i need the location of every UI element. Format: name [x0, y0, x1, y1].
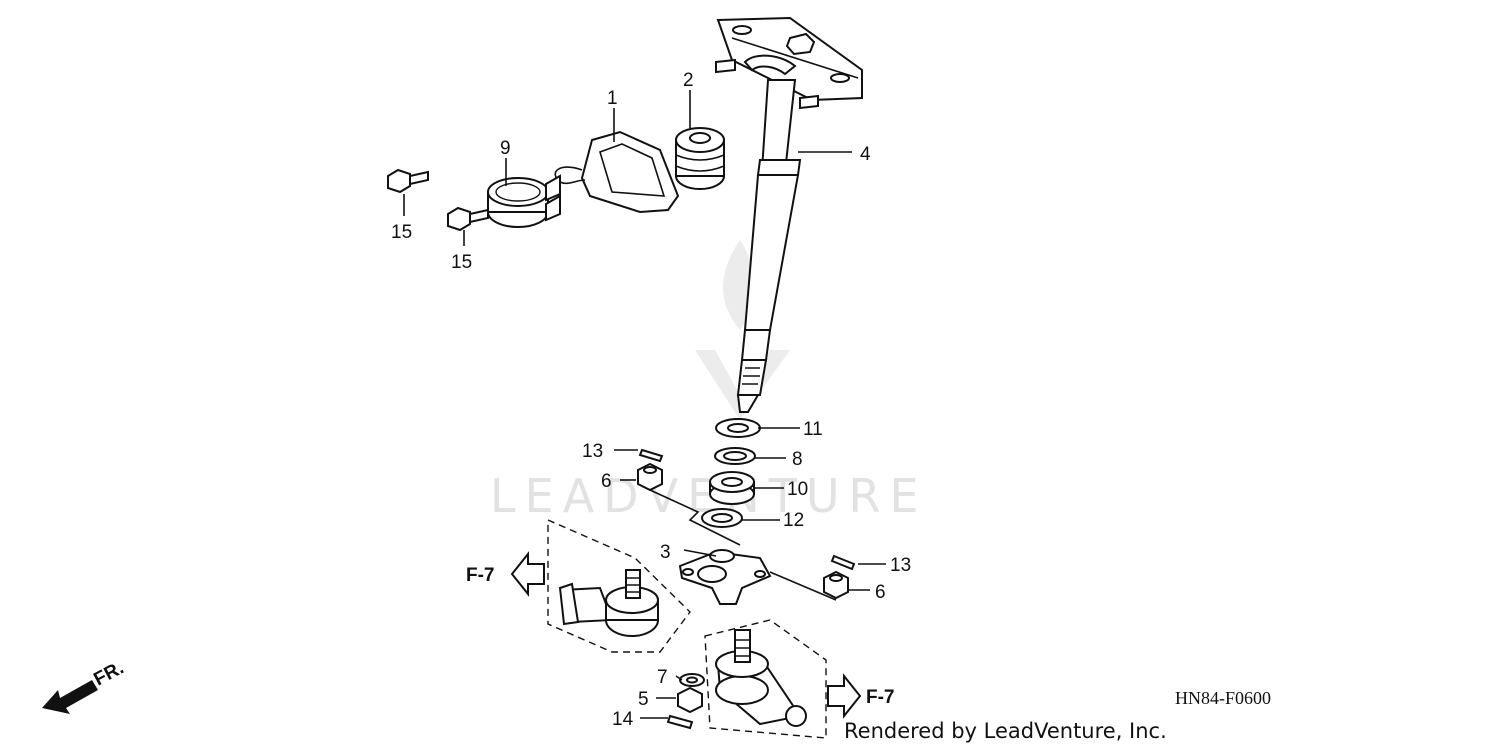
ref-label-left: F-7: [466, 565, 495, 586]
callout-11[interactable]: 11: [803, 419, 823, 440]
callout-3[interactable]: 3: [660, 542, 671, 563]
part-6-nut-right[interactable]: [823, 570, 849, 600]
part-9-clamp[interactable]: [487, 174, 561, 228]
part-1-holder[interactable]: [554, 130, 680, 214]
part-15-bolt-upper[interactable]: [387, 168, 429, 194]
reference-arrow-icon: [827, 673, 862, 719]
part-12-seal[interactable]: [701, 508, 743, 528]
reference-arrow-icon: [510, 551, 545, 597]
part-6-nut-left[interactable]: [637, 462, 663, 492]
part-3-steering-arm[interactable]: [678, 549, 772, 605]
part-11-bearing[interactable]: [715, 418, 761, 438]
diagram-code: HN84-F0600: [1175, 688, 1271, 708]
tie-rod-end-right[interactable]: [704, 619, 827, 739]
front-indicator: FR.: [42, 658, 127, 714]
callout-15-upper[interactable]: 15: [391, 222, 412, 243]
part-13-cotter-pin-left[interactable]: [638, 448, 664, 463]
watermark: LEADVENTURE: [490, 240, 919, 523]
part-10-bearing[interactable]: [709, 471, 755, 505]
callout-4[interactable]: 4: [860, 144, 871, 165]
part-8-washer[interactable]: [714, 447, 756, 465]
callout-13-right[interactable]: 13: [890, 555, 911, 576]
credit-text: Rendered by LeadVenture, Inc.: [844, 719, 1167, 743]
callout-6-left[interactable]: 6: [601, 471, 612, 492]
callout-12[interactable]: 12: [783, 510, 804, 531]
callout-15-lower[interactable]: 15: [451, 252, 472, 273]
callout-6-right[interactable]: 6: [875, 582, 886, 603]
callout-2[interactable]: 2: [683, 70, 694, 91]
front-label: FR.: [90, 658, 127, 691]
part-15-bolt-lower[interactable]: [447, 206, 489, 232]
callout-13-left[interactable]: 13: [582, 441, 603, 462]
callouts: 1 2 3 4 5 6 6 7 8 9 10 11 12 13 13 14 15…: [391, 70, 911, 730]
part-7-washer[interactable]: [679, 673, 705, 687]
part-2-grommet[interactable]: [675, 127, 725, 190]
part-4-steering-shaft[interactable]: [715, 16, 863, 413]
callout-8[interactable]: 8: [792, 449, 803, 470]
callout-9[interactable]: 9: [500, 138, 511, 159]
callout-5[interactable]: 5: [638, 689, 649, 710]
front-arrow-icon: [42, 680, 98, 714]
ref-right[interactable]: F-7: [827, 673, 895, 719]
callout-14[interactable]: 14: [612, 709, 634, 730]
part-13-cotter-pin-right[interactable]: [830, 554, 856, 571]
ref-label-right: F-7: [866, 687, 895, 708]
part-14-cotter-pin[interactable]: [666, 714, 694, 730]
callout-1[interactable]: 1: [607, 88, 618, 109]
tie-rod-end-left[interactable]: [547, 518, 691, 653]
ref-left[interactable]: F-7: [466, 551, 545, 597]
leader-lines: [403, 90, 886, 719]
part-5-nut[interactable]: [677, 686, 703, 714]
callout-10[interactable]: 10: [787, 479, 808, 500]
callout-7[interactable]: 7: [657, 667, 668, 688]
